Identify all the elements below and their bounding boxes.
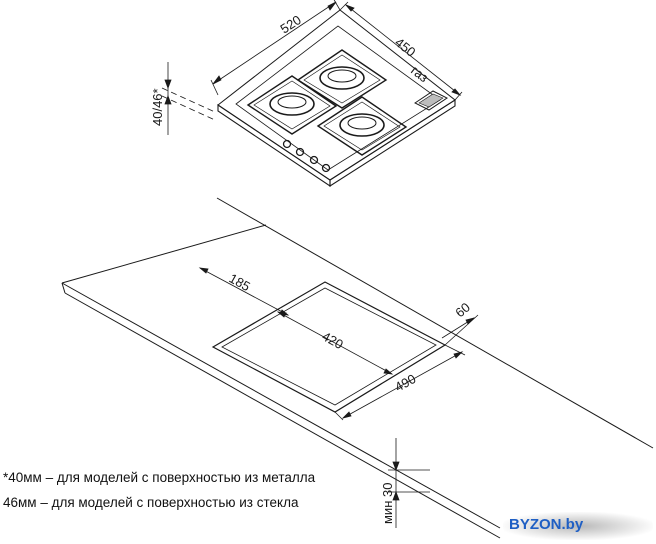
dim-cutout-width: 420 [320,329,346,353]
dim-hob-depth: 450 [392,35,418,60]
burner-left [269,92,315,116]
burner-right [339,113,385,137]
hob-outline [217,9,456,188]
note-metal-surface: *40мм – для моделей с поверхностью из ме… [3,470,316,485]
dim-hob-depth-lines [339,1,463,101]
dim-min-thickness: мин 30 [380,483,395,524]
dim-hob-height: 40/46* [150,88,165,126]
dim-cutout-depth-lines [334,344,466,421]
dim-hob-height-lines [161,62,216,135]
gas-connector [414,90,448,111]
burner-back [319,66,365,90]
dim-cutout-back-lines [441,314,479,346]
burner-grate-left [246,75,338,135]
dim-cutout-width-lines [276,311,394,375]
dim-hob-width-lines [210,0,341,96]
watermark: BYZON.by [503,512,653,540]
dim-cutout-back: 60 [452,300,473,321]
dim-hob-width: 520 [277,12,303,36]
note-glass-surface: 46мм – для моделей с поверхностью из сте… [3,495,299,510]
control-knobs [282,139,331,173]
burner-grate-right [316,96,408,156]
dim-cutout-front: 185 [227,271,253,295]
countertop [61,197,654,539]
watermark-text: BYZON.by [509,516,584,533]
cutout [211,281,447,413]
burner-grate-back [296,49,388,109]
dim-min-thickness-lines [388,438,430,528]
